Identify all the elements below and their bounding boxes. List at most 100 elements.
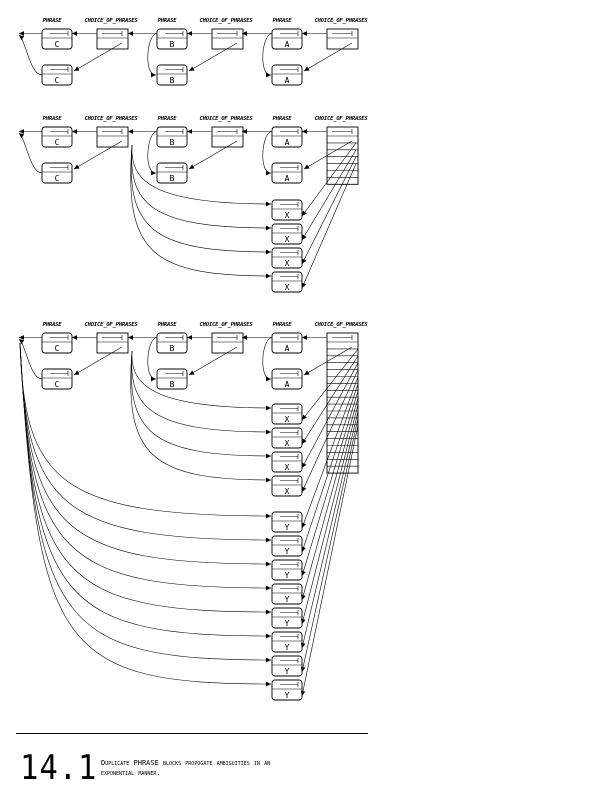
phrase-block-frame [271, 28, 303, 50]
phrase-block-frame [271, 199, 303, 221]
phrase-block-letter: Y [285, 643, 290, 652]
phrase-block-letter: X [285, 463, 290, 472]
phrase-block-letter: Y [285, 691, 290, 700]
phrase-block-letter: C [55, 344, 60, 353]
phrase-block-y: Y [271, 655, 303, 677]
choice-to-block-arrow [188, 140, 238, 170]
phrase-block-letter: B [170, 380, 175, 389]
loop-to-y-arrow [19, 342, 272, 663]
choice-to-block-arrow [303, 42, 353, 72]
phrase-block-frame [156, 126, 188, 148]
loop-arrow [262, 131, 273, 176]
phrase-block-letter: A [285, 76, 290, 85]
choice-list-frame [211, 126, 244, 148]
phrase-block-y: Y [271, 535, 303, 557]
phrase-block-y: Y [271, 679, 303, 701]
phrase-block-letter: X [285, 259, 290, 268]
column-header: CHOICE_OF_PHRASES [315, 18, 369, 24]
loop-to-y-arrow [19, 342, 272, 687]
choice-to-y-arrow [301, 390, 359, 577]
phrase-block-frame [271, 607, 303, 629]
phrase-block-frame [271, 655, 303, 677]
choice-to-x-arrow [301, 348, 359, 421]
phrase-block-letter: B [170, 76, 175, 85]
phrase-block-frame [271, 403, 303, 425]
figure-number: 14.1 [20, 748, 98, 788]
phrase-block-letter: A [285, 174, 290, 183]
choice-list-2 [211, 28, 244, 50]
loop-to-x-arrow [130, 350, 272, 459]
phrase-block-frame [271, 583, 303, 605]
phrase-block-frame [156, 332, 188, 354]
phrase-block-letter: Y [285, 547, 290, 556]
loop-arrow [262, 337, 273, 382]
phrase-block-frame [156, 64, 188, 86]
phrase-block-letter: Y [285, 571, 290, 580]
phrase-block-c-top: C [41, 126, 73, 148]
phrase-block-letter: X [285, 283, 290, 292]
phrase-block-b-lower: B [156, 64, 188, 86]
phrase-block-letter: B [170, 40, 175, 49]
phrase-block-letter: Y [285, 595, 290, 604]
column-header: PHRASE [43, 18, 63, 24]
caption-line-1: Duplicate PHRASE blocks propogate ambigu… [101, 759, 271, 767]
choice-to-y-arrow [301, 376, 359, 529]
choice-list-frame [211, 28, 244, 50]
figure-caption: Duplicate PHRASE blocks propogate ambigu… [101, 758, 376, 778]
loop-arrow [147, 337, 158, 382]
phrase-block-letter: X [285, 487, 290, 496]
loop-arrow [262, 33, 273, 78]
phrase-block-frame [271, 559, 303, 581]
phrase-block-frame [41, 126, 73, 148]
phrase-block-letter: X [285, 415, 290, 424]
choice-to-block-arrow [73, 346, 123, 376]
column-header: CHOICE_OF_PHRASES [200, 322, 254, 328]
column-header: CHOICE_OF_PHRASES [315, 116, 369, 122]
phrase-block-b-top: B [156, 28, 188, 50]
loop-arrow [18, 34, 43, 76]
loop-to-x-arrow [131, 144, 272, 207]
phrase-block-letter: C [55, 76, 60, 85]
phrase-block-b-top: B [156, 332, 188, 354]
phrase-block-x: X [271, 427, 303, 449]
phrase-block-frame [271, 631, 303, 653]
phrase-block-a-lower: A [271, 64, 303, 86]
phrase-block-frame [271, 332, 303, 354]
phrase-block-frame [271, 451, 303, 473]
choice-list-frame [96, 28, 129, 50]
phrase-block-a-lower: A [271, 162, 303, 184]
phrase-block-y: Y [271, 631, 303, 653]
choice-to-block-arrow [73, 140, 123, 170]
phrase-block-y: Y [271, 559, 303, 581]
phrase-block-c-lower: C [41, 368, 73, 390]
loop-to-x-arrow [130, 144, 272, 255]
phrase-block-b-lower: B [156, 368, 188, 390]
phrase-block-frame [41, 28, 73, 50]
loop-arrow [147, 33, 158, 78]
phrase-block-frame [156, 368, 188, 390]
phrase-block-x: X [271, 271, 303, 293]
phrase-block-x: X [271, 199, 303, 221]
column-header: PHRASE [158, 116, 178, 122]
column-header: PHRASE [158, 18, 178, 24]
choice-to-x-arrow [301, 156, 357, 265]
choice-list-1 [96, 28, 129, 50]
phrase-block-frame [271, 64, 303, 86]
column-header: PHRASE [43, 116, 63, 122]
column-header: PHRASE [273, 18, 293, 24]
choice-list-frame [96, 126, 129, 148]
column-header: CHOICE_OF_PHRASES [85, 18, 139, 24]
phrase-block-b-top: B [156, 126, 188, 148]
phrase-block-c-lower: C [41, 64, 73, 86]
phrase-block-letter: Y [285, 619, 290, 628]
caption-line-2: exponential manner. [101, 769, 161, 777]
choice-to-block-arrow [303, 346, 353, 376]
choice-to-block-arrow [303, 140, 353, 170]
phrase-block-letter: C [55, 380, 60, 389]
choice-to-x-arrow [301, 149, 357, 241]
loop-arrow [18, 338, 43, 380]
choice-to-y-arrow [300, 418, 359, 673]
phrase-block-a-top: A [271, 126, 303, 148]
